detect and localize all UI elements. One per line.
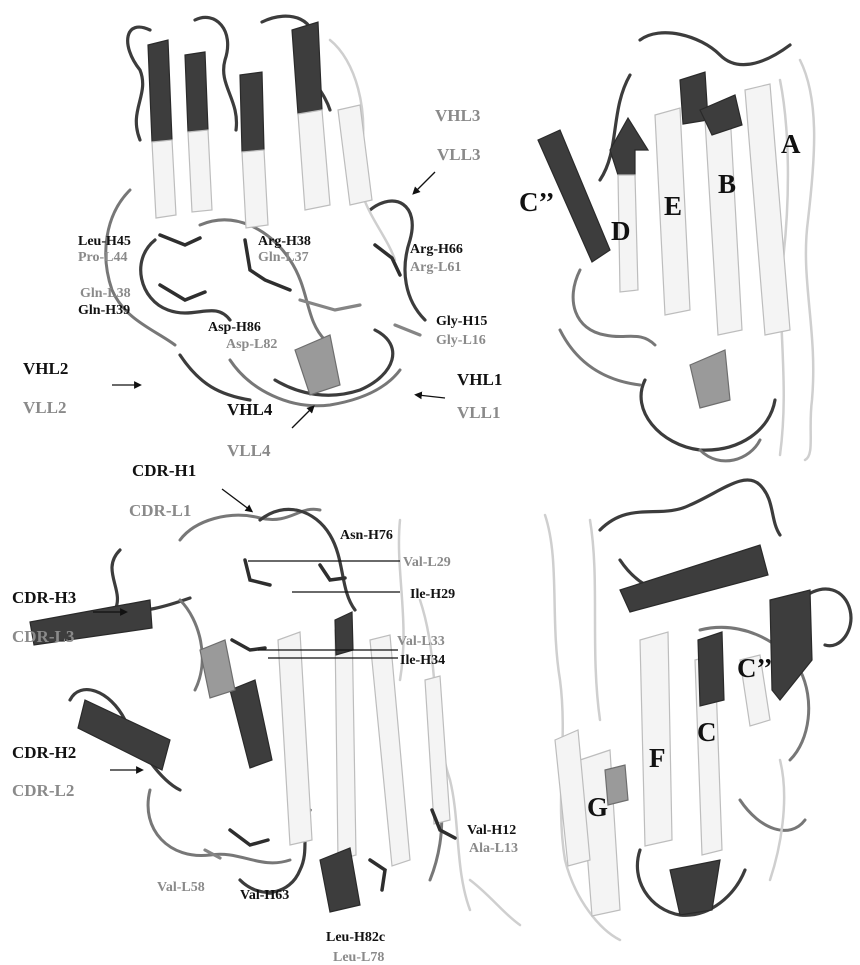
strand-label-c2-top: C’’ <box>519 187 554 217</box>
residue-label-val-l29: Val-L29 <box>403 555 451 570</box>
vhl3-arrow <box>415 172 435 192</box>
vhl4-arrow <box>292 408 312 428</box>
ribbon-top-right <box>538 33 814 461</box>
residue-label-gly-h15: Gly-H15 <box>436 314 487 329</box>
loop-label-vll1: VLL1 <box>457 403 500 422</box>
panel-top-right: A B C’’ E D <box>519 33 814 461</box>
loop-label-vll4: VLL4 <box>227 441 271 460</box>
strand-label-c2-bottom: C’’ <box>737 653 772 683</box>
cdr-label-l2: CDR-L2 <box>12 781 74 800</box>
residue-label-arg-l61: Arg-L61 <box>410 260 461 275</box>
residue-label-ile-h29: Ile-H29 <box>410 587 455 602</box>
strand-label-b: B <box>718 169 736 199</box>
loop-label-vhl4: VHL4 <box>227 400 273 419</box>
vhl1-arrow <box>418 395 445 398</box>
strand-label-a: A <box>781 129 801 159</box>
residue-label-val-l58: Val-L58 <box>157 880 205 895</box>
cdr-h1-arrow <box>222 489 250 510</box>
residue-label-arg-h66: Arg-H66 <box>410 242 463 257</box>
loop-label-vll3: VLL3 <box>437 145 480 164</box>
strand-label-e: E <box>664 191 682 221</box>
strand-label-g: G <box>587 792 608 822</box>
loop-label-vhl3: VHL3 <box>435 106 480 125</box>
residue-label-val-h63: Val-H63 <box>240 888 289 903</box>
residue-label-leu-h82c: Leu-H82c <box>326 930 385 945</box>
cdr-label-h1: CDR-H1 <box>132 461 196 480</box>
loop-label-vhl2: VHL2 <box>23 359 68 378</box>
panel-bottom-right: C’’ C F G <box>545 480 851 940</box>
residue-label-leu-l78: Leu-L78 <box>333 950 384 965</box>
loop-label-vll2: VLL2 <box>23 398 66 417</box>
ribbon-bottom-left <box>30 509 520 925</box>
cdr-label-l3: CDR-L3 <box>12 627 74 646</box>
panel-top-left: VHL3 VLL3 Leu-H45 Pro-L44 Arg-H38 Gln-L3… <box>23 16 502 460</box>
strand-label-f: F <box>649 743 666 773</box>
strand-label-c: C <box>697 717 717 747</box>
residue-label-leu-h45: Leu-H45 <box>78 234 131 249</box>
residue-label-gln-h39: Gln-H39 <box>78 303 130 318</box>
residue-label-ala-l13: Ala-L13 <box>469 841 518 856</box>
residue-label-arg-h38: Arg-H38 <box>258 234 311 249</box>
residue-label-pro-l44: Pro-L44 <box>78 250 128 265</box>
residue-label-ile-h34: Ile-H34 <box>400 653 445 668</box>
panel-bottom-left: CDR-H1 CDR-L1 Asn-H76 Val-L29 Ile-H29 CD… <box>12 461 520 965</box>
cdr-label-h2: CDR-H2 <box>12 743 76 762</box>
residue-label-gln-l38: Gln-L38 <box>80 286 131 301</box>
residue-label-gln-l37: Gln-L37 <box>258 250 309 265</box>
residue-label-asp-l82: Asp-L82 <box>226 337 277 352</box>
cdr-label-h3: CDR-H3 <box>12 588 76 607</box>
ribbon-bottom-right <box>545 480 851 940</box>
residue-label-asp-h86: Asp-H86 <box>208 320 261 335</box>
residue-label-val-h12: Val-H12 <box>467 823 516 838</box>
residue-label-val-l33: Val-L33 <box>397 634 445 649</box>
loop-label-vhl1: VHL1 <box>457 370 502 389</box>
cdr-label-l1: CDR-L1 <box>129 501 191 520</box>
strand-label-d: D <box>611 216 631 246</box>
residue-label-asn-h76: Asn-H76 <box>340 528 393 543</box>
residue-label-gly-l16: Gly-L16 <box>436 333 486 348</box>
